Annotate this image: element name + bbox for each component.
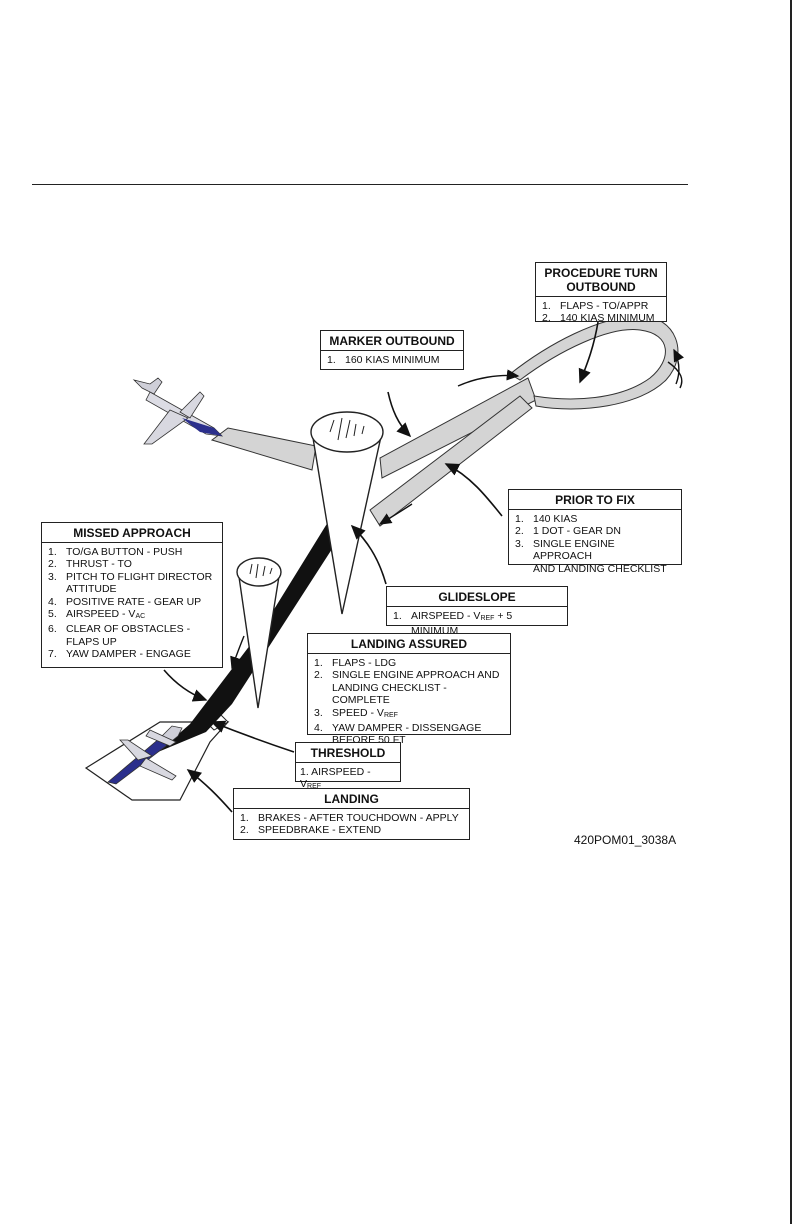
arrow-flight-loop-head	[673, 348, 685, 385]
arrow-glideslope	[350, 524, 387, 585]
landing-assured-box: LANDING ASSURED 1.FLAPS - LDG 2.SINGLE E…	[307, 633, 511, 746]
procedure-turn-box: PROCEDURE TURN OUTBOUND 1.FLAPS - TO/APP…	[535, 262, 667, 325]
marker-outbound-title: MARKER OUTBOUND	[321, 331, 463, 351]
page-edge	[790, 0, 792, 1224]
glideslope-title: GLIDESLOPE	[387, 587, 567, 607]
marker-outbound-box: MARKER OUTBOUND 1.160 KIAS MINIMUM	[320, 330, 464, 370]
outer-marker-cone	[311, 431, 383, 615]
list-item: 3.PITCH TO FLIGHT DIRECTOR	[48, 570, 213, 583]
list-item: 1.BRAKES - AFTER TOUCHDOWN - APPLY	[240, 812, 459, 824]
list-item: 1.140 KIAS	[515, 513, 578, 525]
list-item: FLAPS UP	[66, 635, 117, 648]
list-item: 4.POSITIVE RATE - GEAR UP	[48, 595, 202, 608]
departing-aircraft	[132, 377, 224, 445]
arrow-missed-approach	[163, 669, 208, 702]
arrow-prior-to-fix	[444, 463, 503, 517]
list-item: 2.140 KIAS MINIMUM	[542, 312, 655, 325]
list-item: 1.160 KIAS MINIMUM	[327, 354, 440, 366]
glide-path	[158, 518, 352, 752]
landing-assured-title: LANDING ASSURED	[308, 634, 510, 654]
glideslope-box: GLIDESLOPE 1.AIRSPEED - VREF + 5 MINIMUM	[386, 586, 568, 637]
procedure-turn-title-line2: OUTBOUND	[566, 280, 636, 294]
list-item: 1.TO/GA BUTTON - PUSH	[48, 546, 183, 558]
list-item: 6.CLEAR OF OBSTACLES -	[48, 623, 191, 636]
list-item: AND LANDING CHECKLIST	[533, 562, 667, 575]
arrow-threshold	[210, 720, 295, 753]
threshold-title: THRESHOLD	[296, 743, 400, 763]
procedure-turn-title-line1: PROCEDURE TURN	[544, 266, 658, 280]
list-item: 2.THRUST - TO	[48, 558, 132, 571]
list-item: 2.SPEEDBRAKE - EXTEND	[240, 824, 382, 837]
prior-to-fix-title: PRIOR TO FIX	[509, 490, 681, 510]
arrow-flight-inbound	[378, 503, 413, 525]
middle-marker-cone-top	[236, 557, 282, 587]
outbound-ribbon	[210, 427, 317, 471]
list-item: 7.YAW DAMPER - ENGAGE	[48, 648, 191, 661]
landing-box: LANDING 1.BRAKES - AFTER TOUCHDOWN - APP…	[233, 788, 470, 840]
lower-ribbon	[369, 395, 533, 527]
runway	[84, 721, 230, 801]
prior-to-fix-box: PRIOR TO FIX 1.140 KIAS 2.1 DOT - GEAR D…	[508, 489, 682, 575]
arrow-flight-loop	[667, 361, 683, 389]
procedure-turn-loop	[509, 315, 679, 410]
missed-approach-title: MISSED APPROACH	[42, 523, 222, 543]
list-item: 1.AIRSPEED - VREF + 5 MINIMUM	[393, 610, 513, 638]
figure-id-caption: 420POM01_3038A	[574, 833, 677, 847]
list-item: 1.FLAPS - LDG	[314, 657, 397, 669]
arrow-landing	[186, 769, 233, 813]
list-item: 2.1 DOT - GEAR DN	[515, 525, 621, 538]
list-item: 1. AIRSPEED - VREF	[300, 766, 371, 791]
arrow-procedure-turn	[578, 321, 599, 384]
list-item: 1.FLAPS - TO/APPR	[542, 300, 649, 312]
procedure-turn-title: PROCEDURE TURN OUTBOUND	[536, 263, 666, 297]
header-rule	[32, 184, 688, 185]
list-item: 5.AIRSPEED - VAC	[48, 608, 146, 621]
arrow-flight-up	[457, 369, 520, 387]
arrow-flight-final	[230, 635, 245, 670]
list-item: LANDING CHECKLIST - COMPLETE	[332, 681, 447, 707]
list-item: 2.SINGLE ENGINE APPROACH AND	[314, 669, 500, 682]
arrow-marker-outbound	[387, 391, 412, 438]
landing-aircraft	[107, 725, 183, 785]
list-item: 3.SPEED - VREF	[314, 706, 398, 719]
missed-approach-box: MISSED APPROACH 1.TO/GA BUTTON - PUSH 2.…	[41, 522, 223, 668]
landing-title: LANDING	[234, 789, 469, 809]
list-item: ATTITUDE	[66, 583, 117, 596]
list-item: 3.SINGLE ENGINE APPROACH	[515, 537, 615, 563]
threshold-box: THRESHOLD 1. AIRSPEED - VREF	[295, 742, 401, 790]
list-item: 4.YAW DAMPER - DISSENGAGE	[314, 722, 482, 735]
